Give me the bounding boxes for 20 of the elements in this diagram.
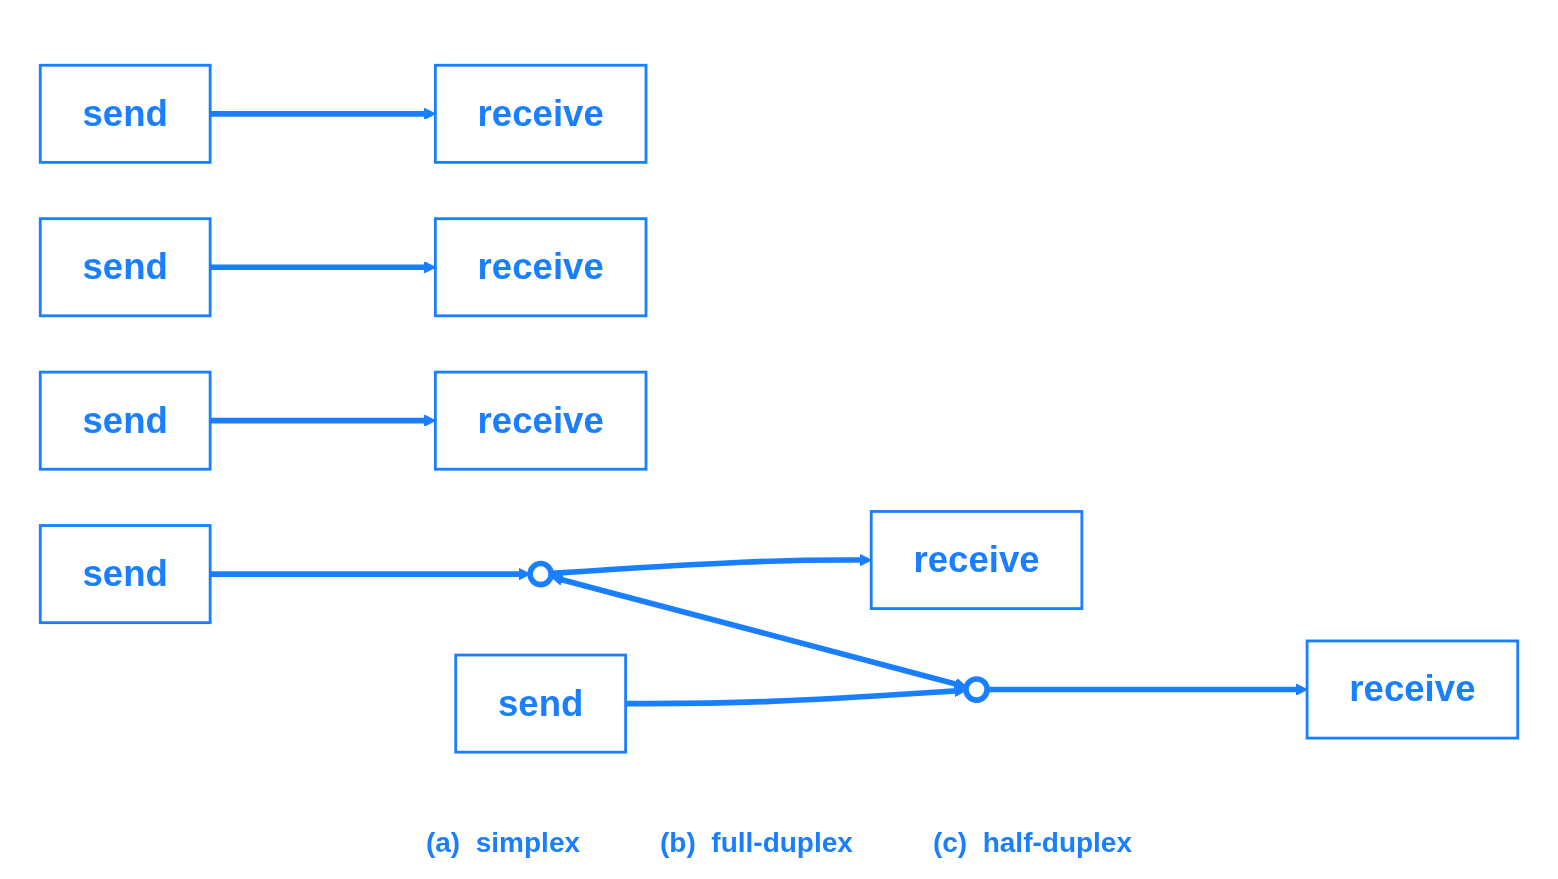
node-box: send: [38, 217, 212, 317]
node-circle: [527, 560, 555, 588]
node-circle: [963, 675, 990, 703]
node-box: receive: [433, 63, 648, 164]
node-box: receive: [1305, 639, 1520, 740]
node-box: send: [38, 63, 212, 164]
node-box: receive: [869, 509, 1084, 610]
arrow: [551, 553, 872, 576]
node-box: receive: [433, 217, 648, 317]
caption-text: (a) simplex: [425, 827, 581, 859]
arrow: [210, 414, 436, 427]
caption-text: (c) half-duplex: [932, 827, 1132, 859]
arrow: [210, 107, 436, 120]
arrow: [210, 260, 436, 274]
node-box: receive: [433, 370, 648, 471]
node-box: send: [454, 653, 628, 754]
caption-text: (b) full-duplex: [660, 827, 853, 859]
arrow: [987, 683, 1308, 696]
node-box: send: [38, 523, 212, 624]
node-box: send: [38, 370, 212, 471]
